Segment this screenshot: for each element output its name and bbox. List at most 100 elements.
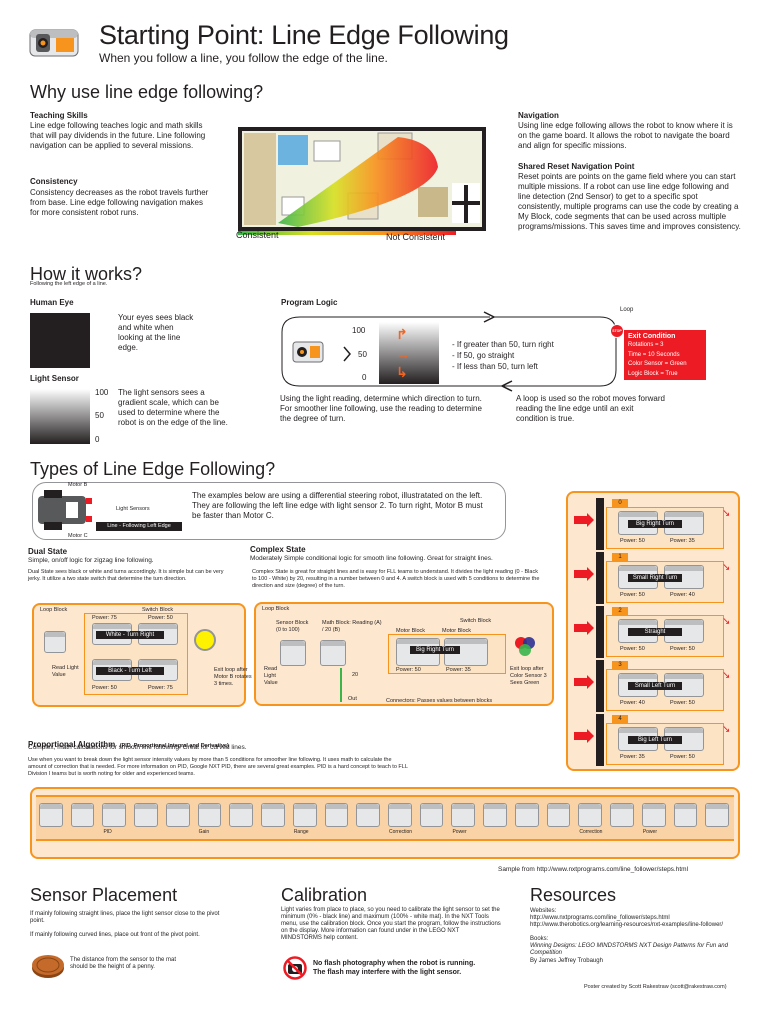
complex-switch-label: Switch Block	[460, 618, 492, 624]
no-flash-icon	[283, 956, 307, 980]
pid-block[interactable]	[578, 803, 603, 827]
complex-power-1: Power: 50	[396, 667, 421, 673]
scale-100: 100	[95, 388, 109, 397]
program-logic-title: Program Logic	[281, 298, 338, 307]
case-number: 3	[612, 661, 628, 669]
sensor-heading: Sensor Placement	[30, 885, 178, 905]
case-label: Straight	[628, 628, 682, 636]
dual-sensor-block[interactable]	[44, 631, 66, 653]
pid-block[interactable]	[705, 803, 729, 827]
scale-50: 50	[95, 411, 104, 420]
complex-math-block[interactable]	[320, 640, 346, 666]
pid-block[interactable]	[483, 803, 507, 827]
case-bracket	[596, 714, 604, 766]
pid-block[interactable]	[673, 803, 698, 827]
case-bracket	[596, 498, 604, 550]
pid-block[interactable]	[610, 803, 634, 827]
pid-block[interactable]	[451, 803, 476, 827]
resources-site-1[interactable]: http://www.nxtprograms.com/line_follower…	[530, 915, 670, 921]
complex-power-2: Power: 35	[446, 667, 471, 673]
pid-block[interactable]	[229, 803, 254, 827]
poster-credit: Poster created by Scott Rakestraw (scott…	[584, 984, 727, 990]
loop-diagram	[280, 306, 620, 396]
complex-motor-b-label: Motor Block	[396, 628, 426, 634]
pid-block-label: Power	[642, 829, 657, 835]
pid-block[interactable]	[134, 803, 158, 827]
case-power-c: Power: 50	[670, 646, 695, 652]
pid-block[interactable]	[70, 803, 95, 827]
calibration-heading: Calibration	[281, 885, 368, 905]
complex-big-right-label: Big Right Turn	[410, 646, 460, 654]
resources-books: Books:	[530, 936, 549, 942]
dual-text: Dual State sees black or white and turns…	[28, 569, 224, 582]
motor-b-label: Motor B	[68, 482, 88, 488]
pid-block[interactable]	[39, 803, 63, 827]
resources-book: Winning Designs: LEGO MINDSTORMS NXT Des…	[530, 943, 728, 956]
sample-source: Sample from http://www.nxtprograms.com/l…	[498, 866, 689, 873]
case-arrow-icon	[574, 729, 594, 743]
dual-switch-label: Switch Block	[142, 607, 174, 613]
complex-out-label: Out	[348, 696, 357, 702]
pid-block[interactable]	[197, 803, 222, 827]
dual-loop-label: Loop Block	[40, 607, 68, 613]
teaching-title: Teaching Skills	[30, 111, 88, 120]
complex-sensor-block[interactable]	[280, 640, 306, 666]
case-power-c: Power: 40	[670, 592, 695, 598]
complex-sub: Moderately Simple conditional logic for …	[250, 555, 493, 562]
dual-sub: Simple, on/off logic for zigzag line fol…	[28, 557, 154, 564]
resources-heading: Resources	[530, 885, 617, 905]
exit-line-4: Logic Block = True	[628, 370, 678, 377]
pid-block[interactable]	[102, 803, 127, 827]
case-power-c: Power: 50	[670, 700, 695, 706]
dual-title: Dual State	[28, 547, 68, 556]
rule-straight: - If 50, go straight	[452, 351, 515, 360]
turn-right-arrow-icon: ↱	[396, 326, 408, 342]
pid-block[interactable]	[165, 803, 190, 827]
pid-block[interactable]	[514, 803, 539, 827]
pid-block[interactable]	[546, 803, 571, 827]
switch-cases-list: 0 Big Right Turn Power: 50 Power: 35 ↘ 1…	[572, 498, 736, 768]
light-sensors-label: Light Sensors	[116, 506, 150, 512]
complex-motor-c-label: Motor Block	[442, 628, 472, 634]
pid-block[interactable]	[261, 803, 285, 827]
case-curve-arrow-icon: ↘	[722, 562, 731, 573]
case-curve-arrow-icon: ↘	[722, 724, 731, 735]
types-heading: Types of Line Edge Following?	[30, 459, 276, 479]
light-sensor-title: Light Sensor	[30, 374, 79, 383]
case-curve-arrow-icon: ↘	[722, 670, 731, 681]
penny-text: The distance from the sensor to the mat …	[70, 957, 177, 970]
robot-topview-icon	[36, 488, 96, 532]
why-heading: Why use line edge following?	[30, 82, 264, 102]
switch-case-row: 3 Small Left Turn Power: 40 Power: 50 ↘	[572, 660, 736, 712]
prop-text: Use when you want to break down the ligh…	[28, 757, 408, 777]
pid-block[interactable]	[356, 803, 380, 827]
reset-title: Shared Reset Navigation Point	[518, 162, 635, 171]
resources-websites: Websites:	[530, 908, 557, 914]
resources-author: By James Jeffrey Trobaugh	[530, 958, 603, 964]
loop-label: Loop	[620, 307, 634, 313]
switch-case-row: 1 Small Right Turn Power: 50 Power: 40 ↘	[572, 552, 736, 604]
sensor-p1: If mainly following straight lines, plac…	[30, 911, 220, 924]
pid-block[interactable]	[324, 803, 349, 827]
pid-block[interactable]	[388, 803, 412, 827]
case-bracket	[596, 552, 604, 604]
loop-text: A loop is used so the robot moves forwar…	[516, 394, 665, 423]
calibration-text: Light varies from place to place, so you…	[281, 907, 501, 941]
gradient-swatch	[30, 389, 90, 444]
pid-block[interactable]	[292, 803, 317, 827]
case-curve-arrow-icon: ↘	[722, 508, 731, 519]
case-curve-arrow-icon: ↘	[722, 616, 731, 627]
teaching-text: Line edge following teaches logic and ma…	[30, 121, 206, 150]
consistency-text: Consistency decreases as the robot trave…	[30, 188, 209, 217]
exit-line-2: Time = 10 Seconds	[628, 351, 680, 358]
case-power-c: Power: 35	[670, 538, 695, 544]
case-power-b: Power: 40	[620, 700, 645, 706]
dual-black-label: Black - Turn Left	[96, 667, 164, 675]
navigation-text: Using line edge following allows the rob…	[518, 121, 733, 150]
pid-block[interactable]	[419, 803, 444, 827]
case-number: 1	[612, 553, 628, 561]
case-motor-c[interactable]	[664, 727, 704, 751]
resources-site-2[interactable]: http://www.therobotics.org/learning-reso…	[530, 922, 724, 928]
pid-block[interactable]	[641, 803, 666, 827]
logic-50: 50	[358, 350, 367, 359]
